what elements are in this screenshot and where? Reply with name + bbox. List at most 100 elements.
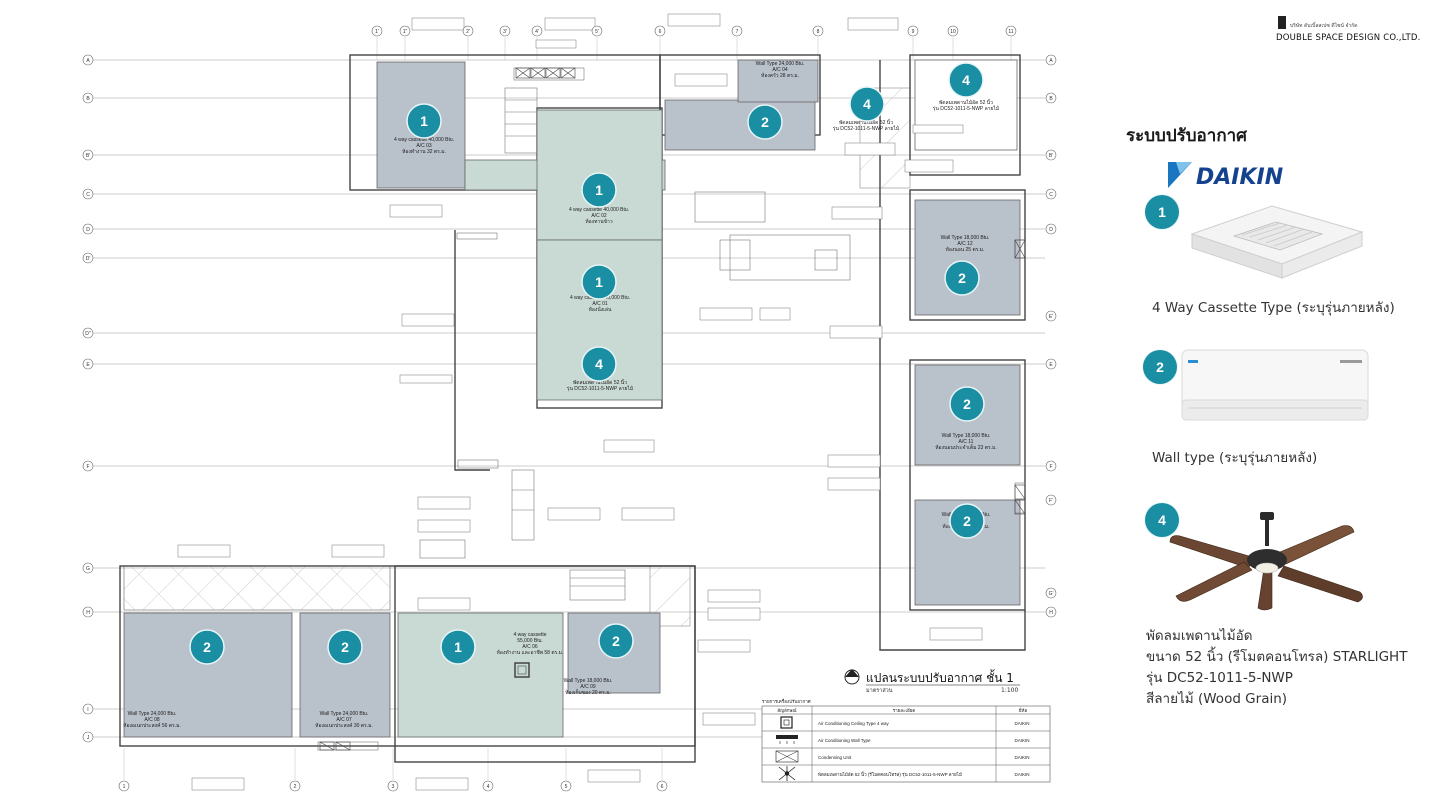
grid-row-bubble: B' (1045, 149, 1057, 161)
grid-row-bubble: D" (82, 327, 94, 339)
grid-row-bubble: D' (82, 252, 94, 264)
svg-text:D": D" (85, 331, 91, 337)
unit-badge: 2 (598, 623, 634, 659)
grid-row-bubble: B (1045, 92, 1057, 104)
svg-text:1: 1 (595, 274, 603, 290)
svg-text:2: 2 (963, 513, 971, 529)
svg-text:2: 2 (341, 639, 349, 655)
unit-badge: 2 (949, 386, 985, 422)
grid-col-bubble: 2' (462, 25, 474, 37)
svg-text:I: I (87, 707, 88, 713)
unit-badge: 2 (747, 104, 783, 140)
room-office-58 (397, 612, 564, 738)
grid-row-bubble: D (82, 223, 94, 235)
unit-badge: 1 (406, 103, 442, 139)
grid-col-bubble: 6 (656, 780, 668, 792)
svg-text:E': E' (1049, 314, 1053, 320)
grid-row-bubble: E (82, 358, 94, 370)
grid-row-bubble: C (82, 188, 94, 200)
legend-row-brand: DAIKIN (1014, 772, 1029, 777)
unit-badge: 4 (581, 346, 617, 382)
svg-text:D: D (86, 227, 90, 233)
room-kitchen (664, 99, 816, 151)
svg-text:4: 4 (962, 72, 970, 88)
svg-text:1: 1 (420, 113, 428, 129)
svg-text:2: 2 (761, 114, 769, 130)
svg-text:G: G (86, 566, 90, 572)
grid-col-bubble: 5' (591, 25, 603, 37)
unit-badge: 1 (581, 172, 617, 208)
grid-col-bubble: 2 (289, 780, 301, 792)
legend-header: รายละเอียด (893, 708, 916, 713)
unit-badge: 1 (581, 264, 617, 300)
grid-row-bubble: A (82, 54, 94, 66)
grid-row-bubble: B' (82, 149, 94, 161)
grid-row-bubble: E (1045, 358, 1057, 370)
fan-desc-line: รุ่น DC52-1011-5-NWP (1146, 670, 1293, 686)
svg-text:H: H (86, 610, 90, 616)
svg-text:1: 1 (454, 639, 462, 655)
product-description-fan: พัดลมเพดานไม้อัด ขนาด 52 นิ้ว (รีโมตคอนโ… (1146, 626, 1407, 710)
grid-col-bubble: 9 (907, 25, 919, 37)
room-bedroom-12 (914, 199, 1021, 316)
legend-row-description: Air Conditioning Ceiling Type 4 way (818, 721, 889, 726)
daikin-logo: DAIKIN (1168, 162, 1283, 190)
wall-unit-icon (1181, 349, 1369, 421)
svg-text:D: D (1049, 227, 1053, 233)
unit-badge: 4 (948, 62, 984, 98)
tag-boxes (177, 13, 983, 791)
svg-text:F': F' (1049, 498, 1053, 504)
section-title: ระบบปรับอากาศ (1126, 126, 1247, 146)
svg-text:E: E (1049, 362, 1053, 368)
grid-col-bubble: 3 (387, 780, 399, 792)
fan-symbol-icon (778, 766, 796, 781)
unit-spec-label: พัดลมเพดานไม้อัด 52 นิ้วรุ่น DC52-1011-5… (933, 97, 999, 112)
svg-text:B: B (1049, 96, 1053, 102)
svg-text:2: 2 (958, 270, 966, 286)
legend-row-brand: DAIKIN (1014, 721, 1029, 726)
unit-badge: 4 (849, 86, 885, 122)
grid-row-bubble: G' (1045, 587, 1057, 599)
plan-scale: 1:100 (1001, 687, 1018, 694)
unit-badge: 2 (949, 503, 985, 539)
company-name-thai: บริษัท ดับเบิ้ลสเปซ ดีไซน์ จำกัด (1290, 23, 1358, 29)
cassette-symbol-icon (780, 716, 793, 729)
svg-text:3': 3' (503, 29, 507, 35)
company-logo-icon (1278, 16, 1286, 29)
grid-row-bubble: J (82, 731, 94, 743)
svg-text:5': 5' (595, 29, 599, 35)
grid-row-bubble: D (1045, 223, 1057, 235)
condensing-units (319, 67, 1026, 751)
svg-text:H: H (1049, 610, 1053, 616)
legend-row-brand: DAIKIN (1014, 755, 1029, 760)
svg-text:A: A (86, 58, 90, 64)
grid-row-bubble: F' (1045, 494, 1057, 506)
svg-text:3: 3 (392, 784, 395, 790)
product-label-wall: Wall type (ระบุรุ่นภายหลัง) (1152, 450, 1318, 466)
svg-text:4: 4 (595, 356, 603, 372)
plan-title: แปลนระบบปรับอากาศ ชั้น 1 (866, 669, 1014, 685)
svg-text:A: A (1049, 58, 1053, 64)
svg-text:2: 2 (612, 633, 620, 649)
legend-row-brand: DAIKIN (1014, 738, 1029, 743)
product-badge-2: 2 (1143, 350, 1177, 384)
company-name: DOUBLE SPACE DESIGN CO.,LTD. (1276, 33, 1421, 43)
grid-col-bubble: 1" (399, 25, 411, 37)
svg-text:7: 7 (736, 29, 739, 35)
grid-col-bubble: 5 (560, 780, 572, 792)
grid-col-bubble: 6 (654, 25, 666, 37)
grid-col-bubble: 4' (531, 25, 543, 37)
grid-lines-vertical (123, 37, 1012, 780)
svg-text:1: 1 (595, 182, 603, 198)
grid-col-bubble: 10 (947, 25, 959, 37)
